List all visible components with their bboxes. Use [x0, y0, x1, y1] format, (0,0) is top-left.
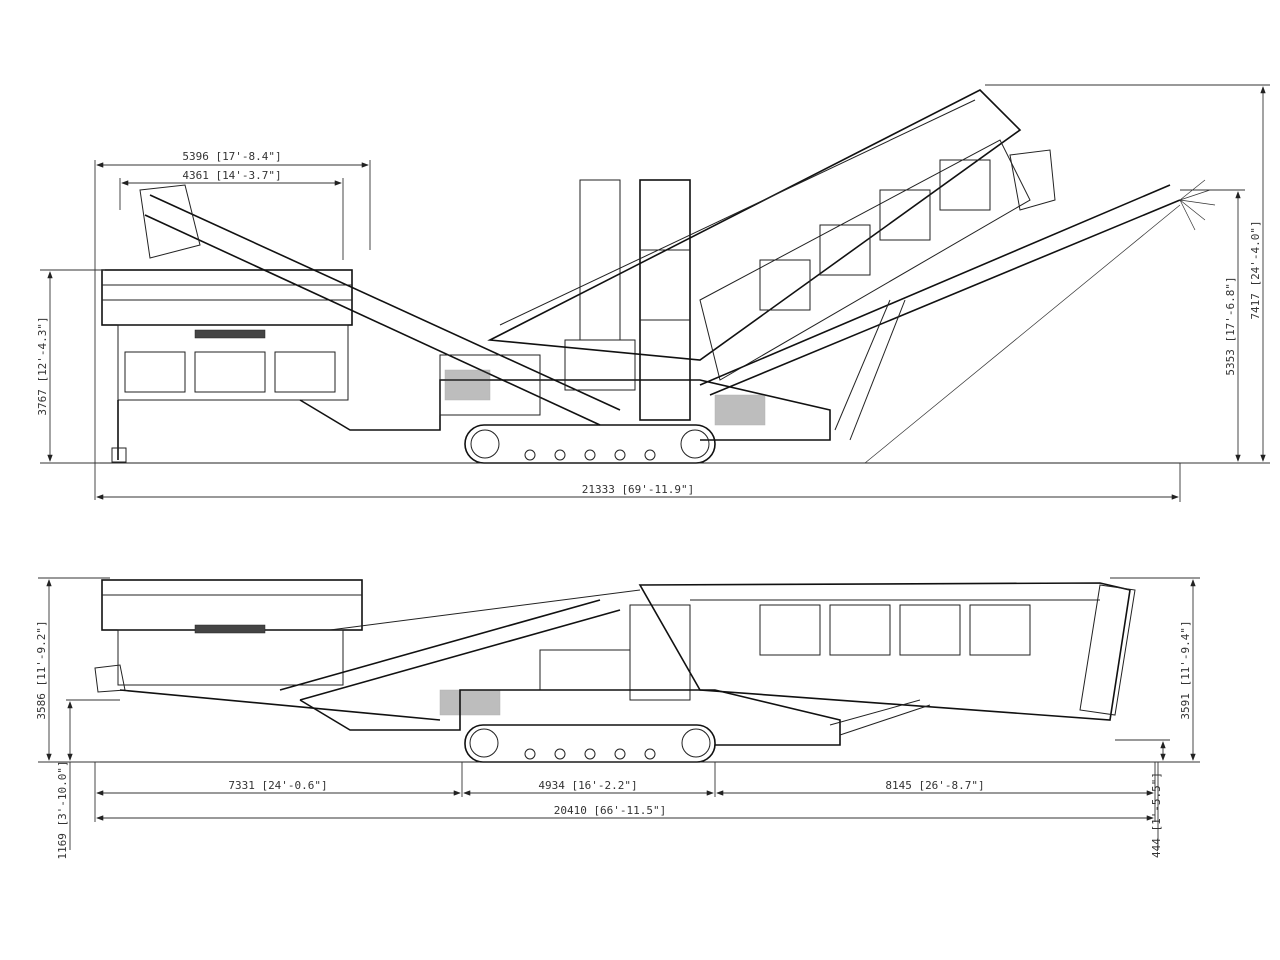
- dim-feed-length-inner: 4361 [14'-3.7"]: [182, 169, 281, 182]
- operating-dimensions: 5396 [17'-8.4"] 4361 [14'-3.7"] 3767 [12…: [36, 84, 1270, 502]
- dim-rear-overhang: 8145 [26'-8.7"]: [885, 779, 984, 792]
- dim-feed-height: 3767 [12'-4.3"]: [36, 316, 49, 415]
- dim-overall-length-transport: 20410 [66'-11.5"]: [554, 804, 667, 817]
- transport-track-rollers: [469, 728, 711, 760]
- dim-feed-length-outer: 5396 [17'-8.4"]: [182, 150, 281, 163]
- dim-overall-height: 7417 [24'-4.0"]: [1249, 220, 1262, 319]
- transport-machine-outline: [94, 579, 1160, 763]
- operating-view: 5396 [17'-8.4"] 4361 [14'-3.7"] 3767 [12…: [36, 84, 1270, 502]
- dim-height-right: 3591 [11'-9.4"]: [1179, 620, 1192, 719]
- dim-discharge-height: 5353 [17'-6.8"]: [1224, 276, 1237, 375]
- transport-view: 3586 [11'-9.2"] 1169 [3'-10.0"] 3591 [11…: [35, 577, 1200, 860]
- dim-ground-clearance-right: 444 [1'-5.5"]: [1150, 772, 1163, 858]
- transport-dimensions: 3586 [11'-9.2"] 1169 [3'-10.0"] 3591 [11…: [35, 577, 1200, 860]
- dim-height-left: 3586 [11'-9.2"]: [35, 620, 48, 719]
- track-rollers: [470, 429, 710, 461]
- operating-machine-outline: [100, 89, 1216, 464]
- dim-overall-length: 21333 [69'-11.9"]: [582, 483, 695, 496]
- dim-track-length: 4934 [16'-2.2"]: [538, 779, 637, 792]
- dim-front-overhang: 7331 [24'-0.6"]: [228, 779, 327, 792]
- dim-ground-clearance-left: 1169 [3'-10.0"]: [56, 760, 69, 859]
